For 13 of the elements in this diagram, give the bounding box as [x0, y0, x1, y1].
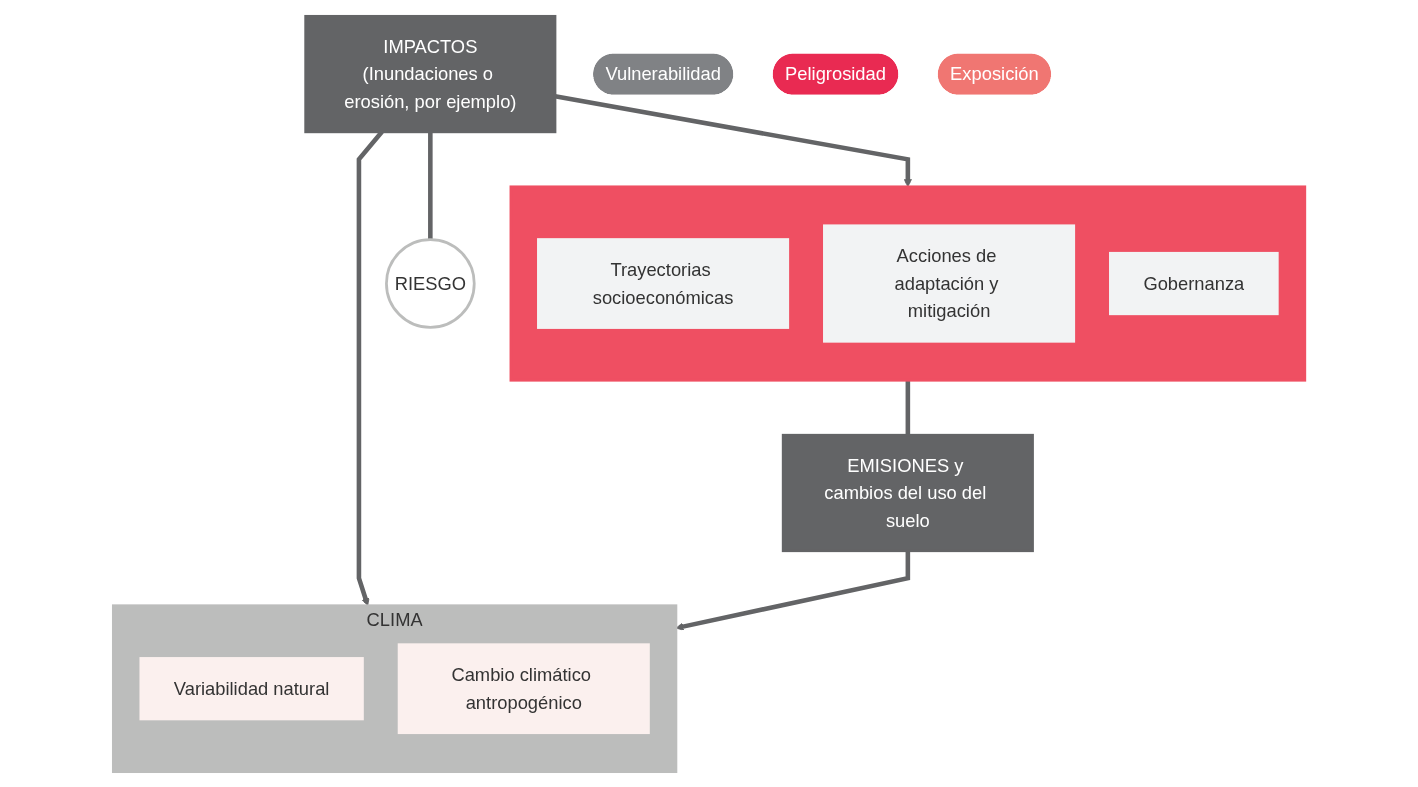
arrow	[675, 550, 911, 631]
node-box: Gobernanza	[1108, 251, 1279, 315]
connector	[427, 131, 433, 240]
node-box: Cambio climático antropogénico	[397, 642, 650, 734]
node-circle: RIESGO	[385, 237, 476, 329]
node-box: Variabilidad natural	[139, 656, 364, 720]
cluster	[509, 184, 1307, 382]
node-box: EMISIONES y cambios del uso del suelo	[781, 433, 1034, 552]
node-box: Acciones de adaptación y mitigación	[822, 223, 1076, 343]
arrow	[554, 93, 912, 187]
node-box: Trayectorias socioeconómicas	[536, 237, 790, 329]
node-box: IMPACTOS (Inundaciones o erosión, por ejemplo)	[304, 14, 557, 133]
connector	[905, 379, 911, 435]
